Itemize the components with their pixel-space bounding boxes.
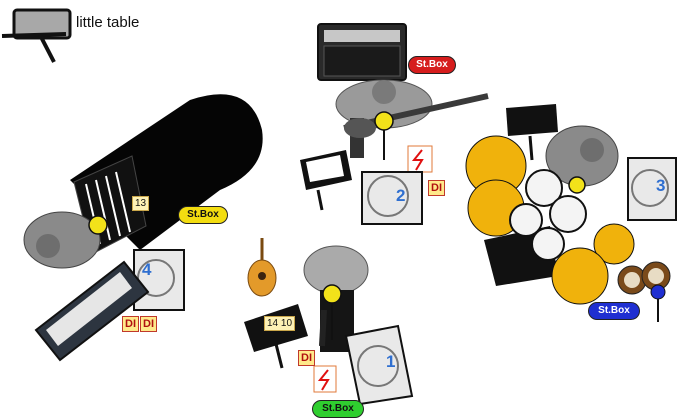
guitarist-figure — [335, 79, 489, 158]
music-stand-center — [300, 150, 352, 211]
drummer-figure — [545, 125, 619, 187]
monitor-number-1: 1 — [386, 352, 396, 371]
guitar-amp-icon — [317, 23, 407, 81]
di-box: DI — [122, 316, 139, 332]
di-box: DI — [428, 180, 445, 196]
stage-box-green: St.Box — [312, 400, 364, 418]
monitor-wedge-1 — [344, 324, 414, 406]
stage-box-yellow: St.Box — [178, 206, 228, 224]
stage-box-blue: St.Box — [588, 302, 640, 320]
mic-icon — [650, 284, 666, 300]
legend-label: little table — [76, 14, 140, 31]
monitor-wedge-4 — [133, 249, 185, 311]
mic-icon — [568, 176, 586, 194]
music-stand-drums — [506, 104, 558, 161]
power-outlet-icon — [313, 365, 337, 393]
drum-kit-icon — [465, 135, 635, 305]
monitor-number-4: 4 — [142, 260, 152, 279]
monitor-number-3: 3 — [656, 176, 666, 195]
monitor-number-2: 2 — [396, 186, 406, 205]
channel-tag-keys: 13 — [132, 196, 150, 211]
di-box: DI — [140, 316, 157, 332]
mic-icon — [374, 111, 394, 131]
bongos-icon — [617, 261, 671, 295]
stage-box-red: St.Box — [408, 56, 456, 74]
monitor-wedge-3 — [627, 157, 677, 221]
mic-icon — [322, 284, 342, 304]
little-table-legend-icon — [1, 8, 72, 63]
acoustic-guitar-icon — [247, 238, 277, 297]
mic-icon — [88, 215, 108, 235]
monitor-wedge-2 — [361, 171, 423, 225]
power-outlet-icon — [407, 145, 433, 173]
synth-keyboard-icon — [34, 260, 150, 362]
di-box: DI — [298, 350, 315, 366]
channel-tag-guitar: 14 10 — [264, 316, 296, 331]
keyboard-player-figure — [23, 211, 101, 269]
